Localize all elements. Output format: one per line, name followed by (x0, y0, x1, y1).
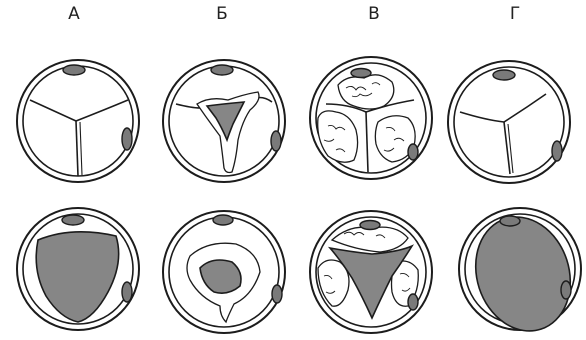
cell-b-top (163, 60, 285, 182)
cell-g-bottom (459, 205, 585, 340)
nucleus-a-top (63, 65, 85, 75)
cell-v-top (310, 57, 432, 179)
cell-a-top (17, 60, 139, 182)
nucleus-a-top-right (122, 128, 132, 150)
cell-b-bottom (163, 211, 285, 333)
cell-g-top (448, 61, 570, 183)
cell-a-bottom (17, 208, 139, 330)
cell-v-bottom (310, 211, 432, 333)
